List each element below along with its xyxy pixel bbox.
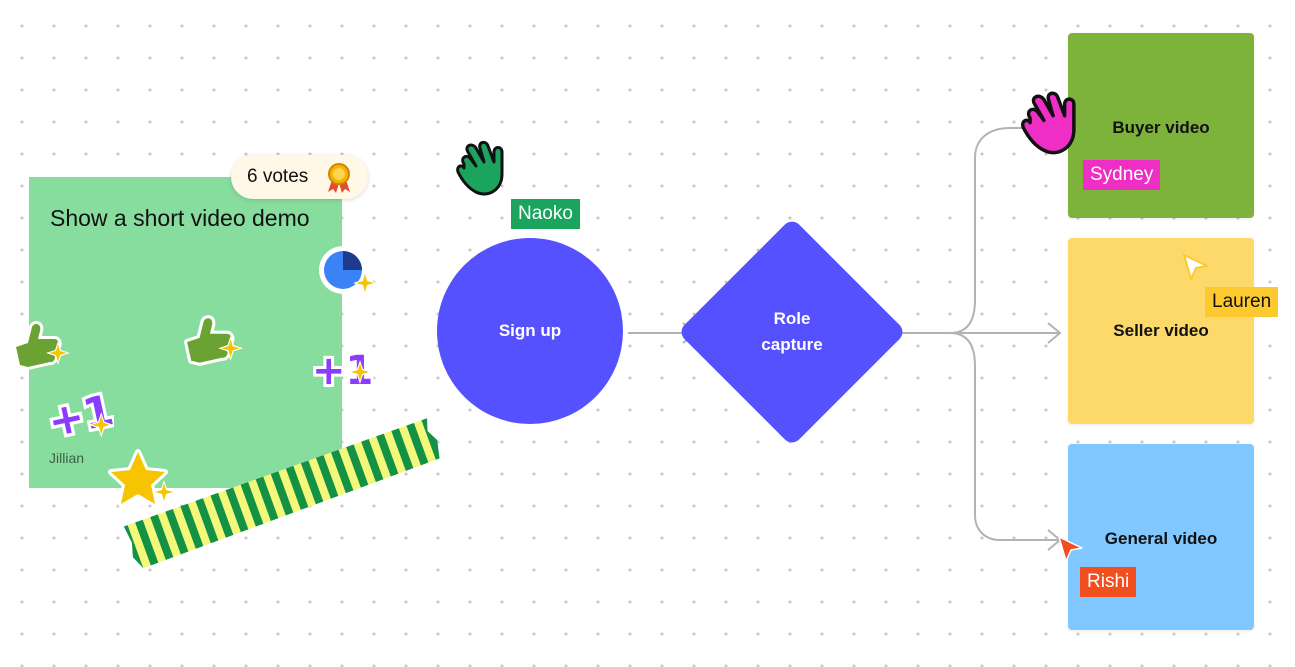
flow-output-general[interactable]: General video [1068, 444, 1254, 630]
svg-text:+1: +1 [46, 386, 114, 441]
medal-icon [328, 163, 350, 193]
thumbs-up-sticker-icon [184, 315, 244, 366]
flow-decision-label: Role capture [761, 309, 823, 354]
flow-output-seller[interactable]: Seller video [1068, 238, 1254, 424]
sticky-note-author: Jillian [49, 450, 85, 466]
wave-hand-icon [456, 140, 504, 196]
pointer-cursor-icon [1058, 536, 1083, 562]
cursor-label-rishi: Rishi [1080, 567, 1137, 597]
plus-one-sticker-icon: +1 +1 [310, 345, 374, 392]
thumbs-up-sticker-icon [13, 320, 70, 370]
svg-text:+1: +1 [312, 348, 373, 392]
flow-start-label: Sign up [498, 321, 562, 340]
flow-output-label: Seller video [1113, 321, 1209, 340]
cursor-label-naoko: Naoko [511, 199, 580, 229]
flow-output-label: Buyer video [1112, 117, 1210, 137]
flow-start-node[interactable]: Sign up [437, 238, 623, 424]
flow-output-label: General video [1104, 529, 1218, 548]
pointer-cursor-icon [1183, 254, 1208, 280]
flow-output-buyer[interactable]: Buyer video [1068, 33, 1254, 218]
wave-hand-icon [1021, 91, 1076, 155]
connector-role-to-buyer [949, 127, 1062, 334]
washi-tape [123, 418, 440, 569]
sticky-note[interactable]: Show a short video demo Jillian [29, 177, 342, 488]
cursor-label-sydney: Sydney [1083, 160, 1161, 190]
votes-badge[interactable]: 6 votes [231, 155, 368, 199]
cursor-label-lauren: Lauren [1205, 287, 1279, 317]
votes-label: 6 votes [247, 166, 309, 187]
sticky-note-text: Show a short video demo [50, 205, 310, 231]
pie-sticker-icon [319, 246, 377, 295]
connector-role-to-general [949, 332, 1060, 541]
plus-one-sticker-icon: +1 +1 [46, 383, 114, 441]
connector-arrowhead-2 [1047, 322, 1062, 344]
star-sticker-icon [108, 449, 176, 507]
